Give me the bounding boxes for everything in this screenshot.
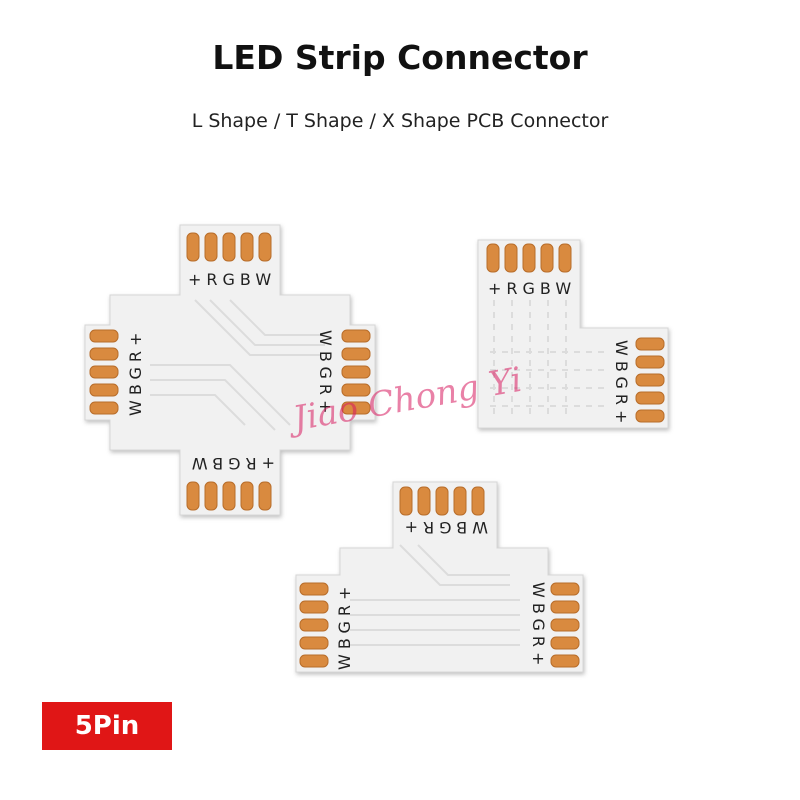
l-right-label: WBGR+	[612, 340, 631, 428]
t-top-pads	[399, 486, 485, 516]
x-bottom-pads	[186, 481, 272, 511]
x-right-label: WBGR+	[316, 330, 335, 418]
t-left-label: WBGR+	[335, 582, 354, 670]
x-top-pads	[186, 232, 272, 262]
pin-count-badge: 5Pin	[42, 702, 172, 750]
x-right-pads	[341, 329, 371, 415]
x-left-pads	[89, 329, 119, 415]
l-top-label: +RGBW	[488, 279, 576, 298]
x-left-label: WBGR+	[126, 328, 145, 416]
x-bottom-label: +RGBW	[187, 454, 275, 473]
t-right-label: WBGR+	[529, 582, 548, 670]
page-subtitle: L Shape / T Shape / X Shape PCB Connecto…	[191, 110, 609, 132]
t-shape-connector: WBGR+ WBGR+ WBGR+	[295, 481, 584, 673]
page-title: LED Strip Connector	[212, 38, 588, 77]
x-shape-connector: +RGBW +RGBW WBGR+ WBGR+	[84, 224, 376, 516]
l-right-pads	[635, 337, 665, 423]
x-top-label: +RGBW	[188, 270, 276, 289]
t-top-label: WBGR+	[400, 518, 488, 537]
t-left-pads	[299, 582, 329, 668]
l-shape-connector: +RGBW WBGR+	[477, 239, 669, 429]
t-right-pads	[550, 582, 580, 668]
l-top-pads	[486, 243, 572, 273]
